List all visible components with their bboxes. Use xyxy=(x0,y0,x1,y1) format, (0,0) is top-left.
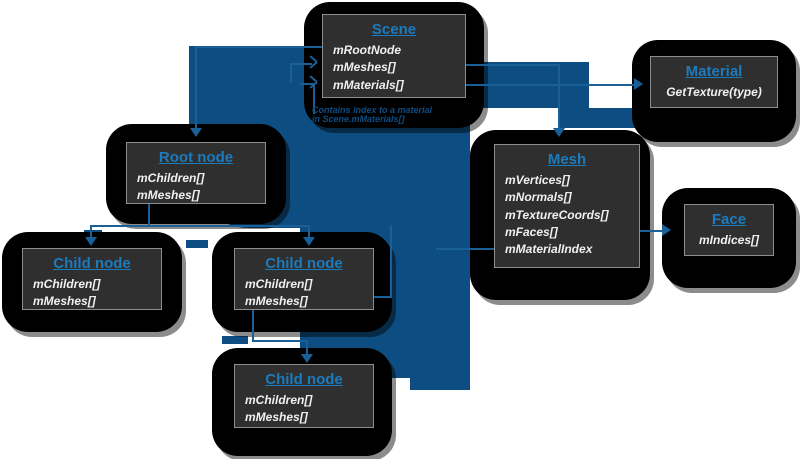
node-child-node-bottom[interactable]: Child node mChildren[] mMeshes[] xyxy=(234,364,374,428)
node-face-title: Face xyxy=(711,211,747,228)
connector-child-middle-drop xyxy=(308,225,310,239)
node-scene-title: Scene xyxy=(371,21,417,38)
node-mesh[interactable]: Mesh mVertices[] mNormals[] mTextureCoor… xyxy=(494,144,640,268)
arrow-to-child-node-bottom xyxy=(301,354,313,363)
connector-child-bottom-drop xyxy=(306,340,308,356)
node-child-node-left-field-1: mMeshes[] xyxy=(33,294,96,309)
node-material-field-0: GetTexture(type) xyxy=(666,84,762,99)
node-root-node-title: Root node xyxy=(158,149,234,166)
arrow-to-root-node xyxy=(190,128,202,137)
arrow-to-child-node-middle xyxy=(303,237,315,246)
arrow-to-material xyxy=(634,78,643,90)
node-material[interactable]: Material GetTexture(type) xyxy=(650,56,778,108)
connector-mmeshes-to-mesh-h xyxy=(432,64,560,66)
node-material-title: Material xyxy=(685,63,743,80)
node-child-node-left-title: Child node xyxy=(53,255,131,272)
node-mesh-field-1: mNormals[] xyxy=(505,190,572,205)
node-root-node[interactable]: Root node mChildren[] mMeshes[] xyxy=(126,142,266,204)
note-material-index-line1: Contains index to a material xyxy=(312,105,433,115)
ghost-note-mask xyxy=(328,168,390,190)
node-mesh-field-4: mMaterialIndex xyxy=(505,242,593,257)
connector-child-left-drop xyxy=(90,225,92,239)
node-mesh-title: Mesh xyxy=(547,151,587,168)
connector-mmaterialindex-left xyxy=(436,248,506,250)
note-material-index: Contains index to a material in Scene.mM… xyxy=(312,105,433,125)
node-scene-field-1: mMeshes[] xyxy=(333,60,396,75)
node-child-node-middle-title: Child node xyxy=(265,255,343,272)
node-face[interactable]: Face mIndices[] xyxy=(684,204,774,256)
node-child-node-bottom-field-0: mChildren[] xyxy=(245,392,313,407)
arrow-to-face xyxy=(662,224,671,236)
connector-child-bottom-bus xyxy=(252,340,308,342)
connector-rootnode-children-bus xyxy=(90,225,310,227)
node-mesh-field-3: mFaces[] xyxy=(505,224,558,239)
node-face-field-0: mIndices[] xyxy=(698,232,759,247)
connector-scene-rootnode-h2 xyxy=(195,46,307,48)
node-root-node-field-0: mChildren[] xyxy=(137,170,205,185)
connector-rootnode-drop xyxy=(195,46,197,130)
node-child-node-middle[interactable]: Child node mChildren[] mMeshes[] xyxy=(234,248,374,310)
backdrop-shape-notch-a xyxy=(186,240,208,248)
node-scene-field-0: mRootNode xyxy=(333,42,401,57)
node-scene[interactable]: Scene mRootNode mMeshes[] mMaterials[] xyxy=(322,14,466,98)
connector-child-middle-mmeshes-v xyxy=(390,225,392,298)
node-mesh-field-0: mVertices[] xyxy=(505,172,570,187)
node-child-node-middle-field-1: mMeshes[] xyxy=(245,294,308,309)
connector-material-index-note xyxy=(313,84,315,114)
connector-child-middle-children-v xyxy=(252,281,254,341)
connector-scene-mmeshes-in-v xyxy=(290,63,292,83)
node-root-node-field-1: mMeshes[] xyxy=(137,188,200,203)
node-child-node-left-field-0: mChildren[] xyxy=(33,276,101,291)
connector-scene-rootnode-h xyxy=(306,46,334,48)
arrow-to-child-node-left xyxy=(85,237,97,246)
node-scene-field-2: mMaterials[] xyxy=(333,77,404,92)
connector-mmaterials-to-material xyxy=(440,84,636,86)
node-child-node-bottom-field-1: mMeshes[] xyxy=(245,410,308,425)
node-child-node-middle-field-0: mChildren[] xyxy=(245,276,313,291)
node-mesh-field-2: mTextureCoords[] xyxy=(505,207,609,222)
node-child-node-bottom-title: Child node xyxy=(265,371,343,388)
connector-mmeshes-to-mesh-v xyxy=(558,64,560,130)
node-child-node-left[interactable]: Child node mChildren[] mMeshes[] xyxy=(22,248,162,310)
connector-scene-mmeshes-in xyxy=(290,63,312,65)
connector-scene-mmaterials-in xyxy=(300,83,314,85)
arrow-to-mesh xyxy=(553,128,565,137)
note-material-index-line2: in Scene.mMaterials[] xyxy=(312,114,405,125)
backdrop-shape-right-arm xyxy=(560,108,640,128)
backdrop-shape-lower xyxy=(410,200,470,390)
backdrop-shape-notch-b xyxy=(222,336,248,344)
